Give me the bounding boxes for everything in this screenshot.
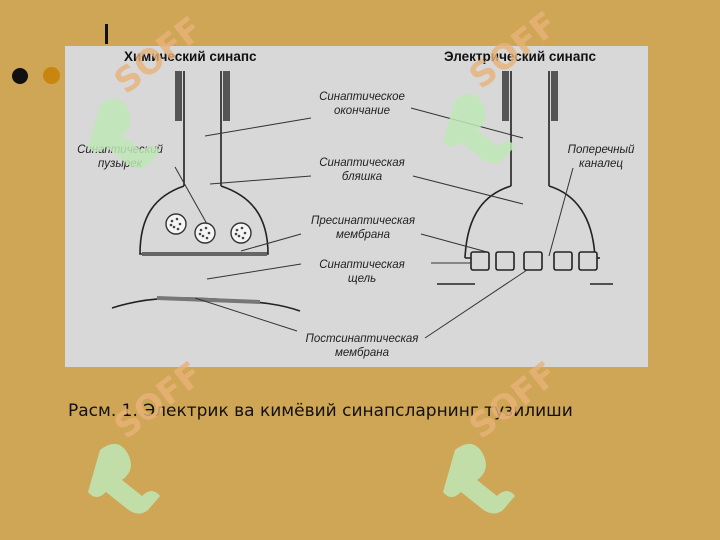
label-synaptic-vesicle: Синаптический пузырек — [77, 144, 163, 170]
synaptic-vesicles — [165, 213, 252, 244]
watermark-logo-3 — [88, 354, 211, 514]
chemical-synapse-drawing — [111, 71, 301, 312]
label-synaptic-terminal: Синаптическое окончание — [319, 91, 405, 117]
slide-accent-bar — [105, 24, 108, 44]
gap-junction-channels — [470, 251, 598, 271]
chemical-presynaptic-band — [142, 252, 267, 256]
electrical-axon-strip-right — [551, 71, 558, 121]
figure-caption: Расм. 1. Электрик ва кимёвий синапсларни… — [68, 401, 573, 421]
label-transverse-channel: Поперечный каналец — [567, 144, 635, 170]
label-presynaptic-membrane: Пресинаптическая мембрана — [311, 215, 415, 241]
chemical-axon-strip-left — [175, 71, 182, 121]
label-synaptic-plaque: Синаптическая бляшка — [319, 157, 405, 183]
chemical-postsynaptic-band — [156, 296, 261, 304]
synapse-diagram: Химический синапс Электрический синапс С… — [65, 46, 648, 367]
label-postsynaptic-membrane: Постсинаптическая мембрана — [305, 333, 419, 359]
bullet-dot-orange — [43, 67, 60, 84]
electrical-axon-strip-left — [502, 71, 509, 121]
electrical-synapse-title: Электрический синапс — [444, 49, 597, 64]
bullet-dot-black — [12, 68, 28, 84]
synapse-drawing — [111, 71, 613, 339]
chemical-axon-strip-right — [223, 71, 230, 121]
watermark-logo-4 — [443, 354, 566, 514]
label-synaptic-cleft: Синаптическая щель — [319, 259, 405, 285]
chemical-synapse-title: Химический синапс — [124, 49, 257, 64]
